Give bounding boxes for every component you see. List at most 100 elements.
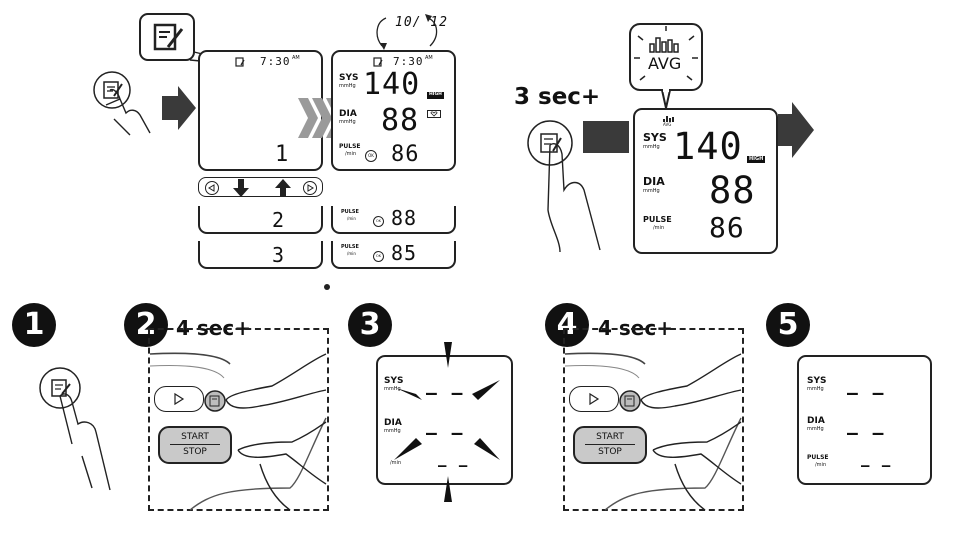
ok-label: OK	[368, 153, 374, 158]
device-closeup-frame: START STOP	[563, 328, 744, 511]
avg-callout	[629, 23, 703, 109]
pulse-value: 85	[391, 241, 418, 265]
pulse-unit: /min	[390, 460, 402, 466]
dia-unit: mmHg	[807, 426, 824, 432]
heart-icon	[427, 110, 441, 118]
sys-value: 140	[673, 125, 743, 168]
step-number-badge: 3	[348, 303, 392, 347]
start-label: START	[181, 432, 209, 442]
pulse-label: PULSE	[807, 454, 829, 461]
arrow-down-icon	[233, 179, 249, 197]
sys-unit: mmHg	[807, 386, 824, 392]
pulse-value: 88	[391, 206, 418, 230]
arrow-right-icon	[162, 86, 196, 130]
sys-label: SYS	[384, 376, 404, 386]
memory-index: 3	[272, 243, 286, 267]
sys-label: SYS	[643, 131, 667, 144]
hand-pointer-icon	[547, 143, 601, 253]
device-body-outline	[149, 352, 327, 511]
memory-callout	[139, 13, 237, 65]
am-label: AM	[292, 55, 300, 61]
date-display: 10/ 12	[395, 15, 448, 30]
step-number-badge: 5	[766, 303, 810, 347]
avg-bars-icon	[649, 37, 679, 53]
separator-dot	[324, 284, 330, 290]
dia-unit: mmHg	[339, 119, 356, 125]
step-number-badge: 4	[545, 303, 589, 347]
hold-duration-label: 3 sec+	[514, 84, 601, 110]
memory-row-left: 2	[198, 206, 323, 234]
start-key[interactable]	[569, 386, 619, 412]
memory-index: 1	[275, 142, 290, 167]
pulse-label: PULSE	[341, 209, 359, 215]
dia-label: DIA	[384, 418, 402, 428]
pulse-value: 86	[709, 211, 745, 244]
lcd-screen-cleared: SYS mmHg – – DIA mmHg – – PULSE /min – –	[797, 355, 932, 485]
triangle-right-icon[interactable]	[303, 181, 317, 195]
pulse-unit: /min	[653, 225, 665, 231]
sys-dashes: – –	[426, 383, 465, 404]
ok-icon: OK	[373, 216, 384, 227]
pulse-label: PULSE	[643, 215, 672, 224]
memory-row-right: PULSE /min OK 85	[331, 241, 456, 269]
device-body-outline	[564, 352, 742, 511]
lcd-screen-average: AVG SYS mmHg 140 HIGH DIA mmHg 88 PULSE …	[633, 108, 778, 254]
avg-small-label: AVG	[663, 122, 672, 127]
ok-icon: OK	[373, 251, 384, 262]
blink-ray-icon	[394, 342, 500, 502]
sys-value: 140	[363, 67, 421, 102]
ok-icon: OK	[365, 150, 377, 162]
navigation-bar	[198, 177, 323, 197]
memory-row-left: 3	[198, 241, 323, 269]
step-number-badge: 2	[124, 303, 168, 347]
hand-pointer-icon	[640, 353, 742, 511]
dia-unit: mmHg	[384, 428, 401, 434]
connector-bar	[583, 121, 629, 153]
dia-value: 88	[709, 169, 756, 212]
pulse-unit: /min	[347, 251, 356, 256]
sys-unit: mmHg	[339, 83, 356, 89]
triangle-left-icon[interactable]	[205, 181, 219, 195]
hand-pointer-icon	[225, 353, 327, 511]
pulse-label: PULSE	[341, 244, 359, 250]
lcd-screen-blinking: SYS mmHg – – DIA mmHg – – /min – –	[376, 355, 513, 485]
memory-button-icon[interactable]	[204, 390, 226, 412]
pulse-dashes: – –	[861, 458, 893, 474]
button-divider	[585, 444, 635, 445]
device-closeup-frame: START STOP	[148, 328, 329, 511]
memory-indicator-icon	[235, 57, 245, 67]
pulse-value: 86	[391, 142, 420, 167]
memory-button-icon[interactable]	[619, 390, 641, 412]
stop-label: STOP	[183, 447, 207, 457]
triangle-right-icon	[174, 392, 185, 406]
high-badge: HIGH	[747, 156, 766, 163]
start-label: START	[596, 432, 624, 442]
ok-label: OK	[375, 254, 382, 258]
start-stop-button[interactable]: START STOP	[573, 426, 647, 464]
button-divider	[170, 444, 220, 445]
dia-label: DIA	[643, 175, 665, 188]
arrow-right-icon	[778, 102, 814, 158]
memory-row-right: PULSE /min OK 88	[331, 206, 456, 234]
lcd-screen-detail: 7:30 AM SYS mmHg 140 HIGH DIA mmHg 88 PU…	[331, 50, 456, 171]
time-display: 7:30	[393, 55, 424, 68]
memory-indicator-icon	[373, 57, 383, 67]
dia-label: DIA	[339, 109, 357, 119]
toggle-arrows-icon	[376, 14, 438, 50]
dia-value: 88	[381, 103, 420, 138]
pulse-unit: /min	[347, 216, 356, 221]
stop-label: STOP	[598, 447, 622, 457]
lcd-screen-memory: 7:30 AM 1	[198, 50, 323, 171]
pulse-label: PULSE	[339, 143, 361, 150]
hand-pointer-icon	[59, 393, 111, 491]
time-display: 7:30	[260, 55, 291, 68]
avg-label: AVG	[648, 54, 682, 73]
sys-unit: mmHg	[384, 386, 401, 392]
ok-label: OK	[375, 219, 382, 223]
dia-dashes: – –	[426, 423, 465, 444]
dia-dashes: – –	[847, 423, 886, 444]
sys-unit: mmHg	[643, 144, 660, 150]
start-key[interactable]	[154, 386, 204, 412]
start-stop-button[interactable]: START STOP	[158, 426, 232, 464]
sys-label: SYS	[339, 73, 359, 83]
